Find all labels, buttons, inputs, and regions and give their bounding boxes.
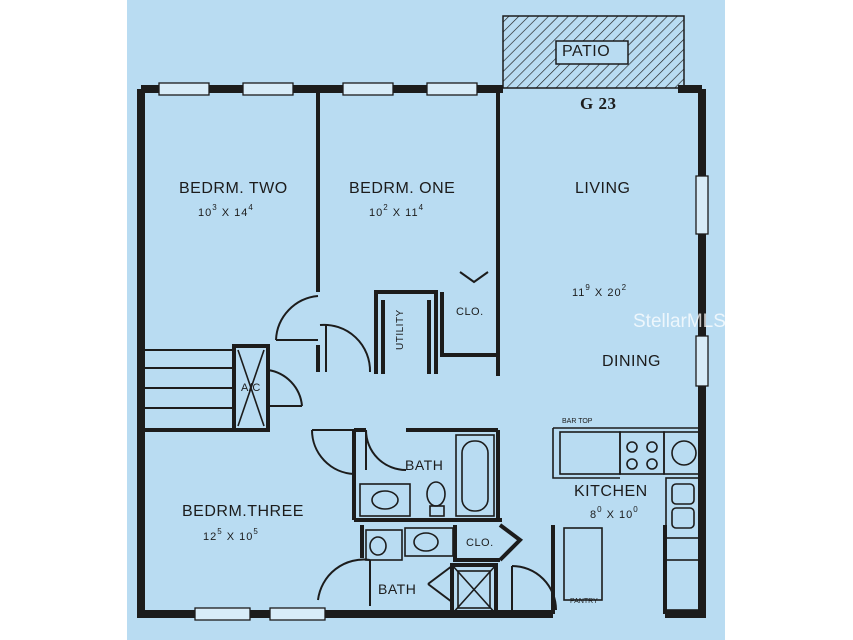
interior-walls [141, 89, 667, 616]
unit-number: G 23 [580, 94, 617, 113]
patio-label-box [555, 40, 629, 65]
bathtub [455, 434, 495, 517]
room-size-bedroom-one: 102 X 114 [369, 203, 425, 219]
room-name-living: LIVING [575, 180, 631, 197]
ac-label: A/C [241, 382, 261, 394]
room-name-bedroom-one: BEDRM. ONE [349, 180, 456, 197]
upper-bath-fixtures [359, 481, 446, 517]
windows [158, 82, 709, 621]
patio-label: PATIO [562, 43, 611, 60]
bar-top-label: BAR TOP [562, 418, 593, 425]
room-name-dining: DINING [602, 353, 661, 370]
room-name-kitchen: KITCHEN [574, 483, 648, 500]
pantry-label: PANTRY [570, 598, 598, 605]
room-name-bedroom-three: BEDRM.THREE [182, 503, 304, 520]
kitchen-fixtures [552, 427, 703, 611]
room-name-bath-upper: BATH [405, 457, 444, 473]
room-name-bath-lower: BATH [378, 581, 417, 597]
closet-label-upper: CLO. [456, 306, 484, 318]
watermark-text: StellarMLS [633, 311, 726, 332]
shower-fixture [451, 564, 497, 615]
room-size-bedroom-two: 103 X 144 [198, 203, 254, 219]
doors [267, 271, 557, 611]
room-name-bedroom-two: BEDRM. TWO [179, 180, 288, 197]
ac-duct-lines [141, 349, 234, 409]
lower-bath-fixtures [365, 527, 454, 561]
ac-unit [237, 349, 265, 427]
room-size-kitchen: 80 X 100 [590, 505, 639, 521]
utility-label: UTILITY [395, 309, 406, 350]
closet-label-lower: CLO. [466, 537, 494, 549]
room-size-bedroom-three: 125 X 105 [203, 527, 259, 543]
room-size-living: 119 X 202 [572, 283, 628, 299]
